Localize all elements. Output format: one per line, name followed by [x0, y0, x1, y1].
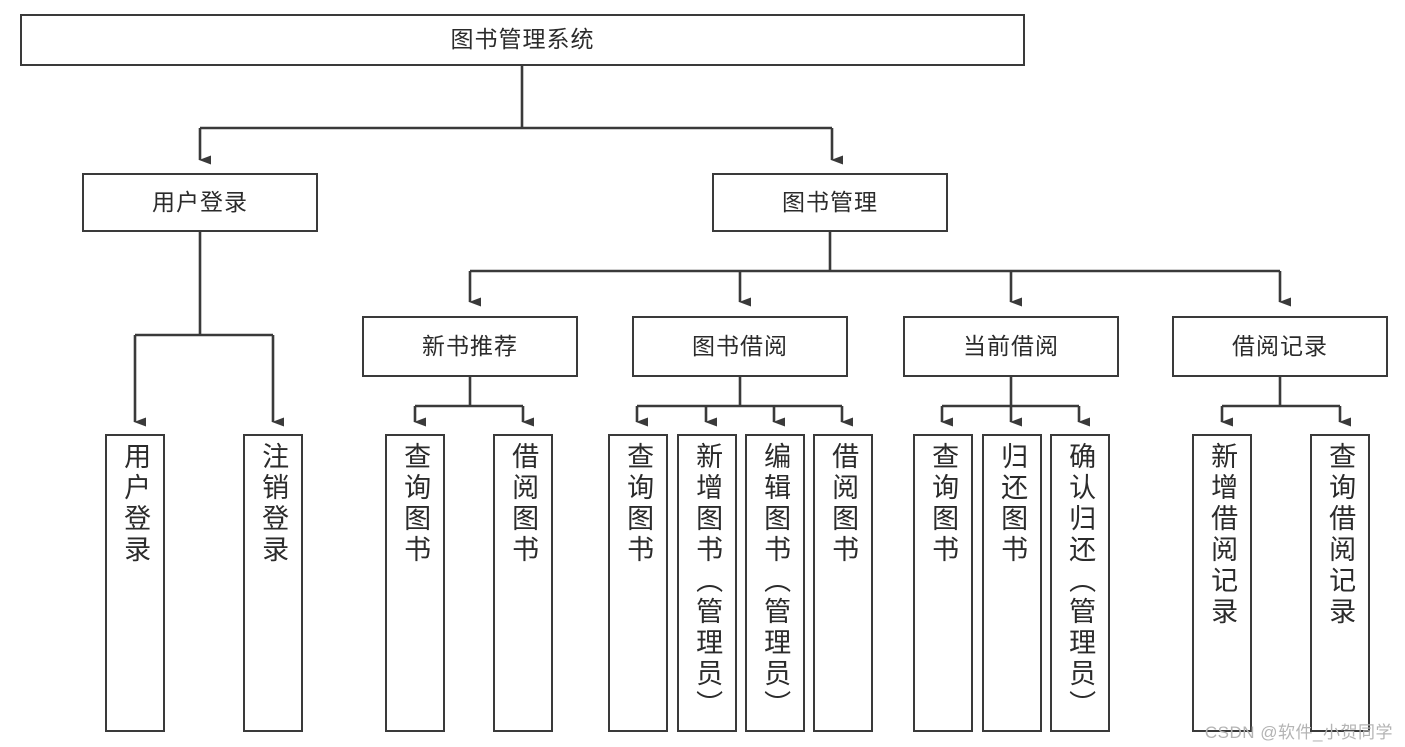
leaf-book-borrow-query-books[interactable]: 查询图书 — [608, 434, 668, 732]
node-label: 图书管理系统 — [450, 26, 595, 53]
node-root-book-management-system[interactable]: 图书管理系统 — [20, 14, 1025, 66]
node-label: 查询图书 — [928, 442, 959, 566]
node-label: 查询借阅记录 — [1325, 442, 1356, 628]
node-label: 借阅图书 — [828, 442, 859, 566]
node-label: 用户登录 — [152, 188, 248, 215]
node-label: 新增图书（管理员） — [692, 442, 723, 721]
leaf-borrow-record-query-record[interactable]: 查询借阅记录 — [1310, 434, 1370, 732]
node-book-borrowing[interactable]: 图书借阅 — [632, 316, 848, 377]
node-label: 注销登录 — [258, 442, 289, 566]
node-label: 借阅图书 — [508, 442, 539, 566]
node-label: 图书借阅 — [692, 332, 788, 359]
node-book-management[interactable]: 图书管理 — [712, 173, 948, 232]
leaf-current-borrow-query-books[interactable]: 查询图书 — [913, 434, 973, 732]
node-label: 编辑图书（管理员） — [760, 442, 791, 721]
node-label: 查询图书 — [623, 442, 654, 566]
node-label: 查询图书 — [400, 442, 431, 566]
node-new-book-recommendation[interactable]: 新书推荐 — [362, 316, 578, 377]
csdn-watermark: CSDN @软件_小贺同学 — [1204, 723, 1393, 742]
leaf-book-borrow-borrow-books[interactable]: 借阅图书 — [813, 434, 873, 732]
leaf-user-login-signin[interactable]: 用户登录 — [105, 434, 165, 732]
leaf-new-book-query-books[interactable]: 查询图书 — [385, 434, 445, 732]
node-label: 新增借阅记录 — [1207, 442, 1238, 628]
leaf-current-borrow-confirm-return-admin[interactable]: 确认归还（管理员） — [1050, 434, 1110, 732]
node-label: 图书管理 — [782, 188, 878, 215]
leaf-book-borrow-edit-book-admin[interactable]: 编辑图书（管理员） — [745, 434, 805, 732]
node-label: 当前借阅 — [963, 332, 1059, 359]
node-label: 用户登录 — [120, 442, 151, 566]
leaf-new-book-borrow-books[interactable]: 借阅图书 — [493, 434, 553, 732]
leaf-borrow-record-add-record[interactable]: 新增借阅记录 — [1192, 434, 1252, 732]
node-label: 新书推荐 — [422, 332, 518, 359]
leaf-user-login-signout[interactable]: 注销登录 — [243, 434, 303, 732]
leaf-current-borrow-return-books[interactable]: 归还图书 — [982, 434, 1042, 732]
node-label: 确认归还（管理员） — [1065, 442, 1096, 721]
node-user-login[interactable]: 用户登录 — [82, 173, 318, 232]
node-borrowing-record[interactable]: 借阅记录 — [1172, 316, 1388, 377]
node-current-borrowing[interactable]: 当前借阅 — [903, 316, 1119, 377]
leaf-book-borrow-add-book-admin[interactable]: 新增图书（管理员） — [677, 434, 737, 732]
node-label: 借阅记录 — [1232, 332, 1328, 359]
node-label: 归还图书 — [997, 442, 1028, 566]
